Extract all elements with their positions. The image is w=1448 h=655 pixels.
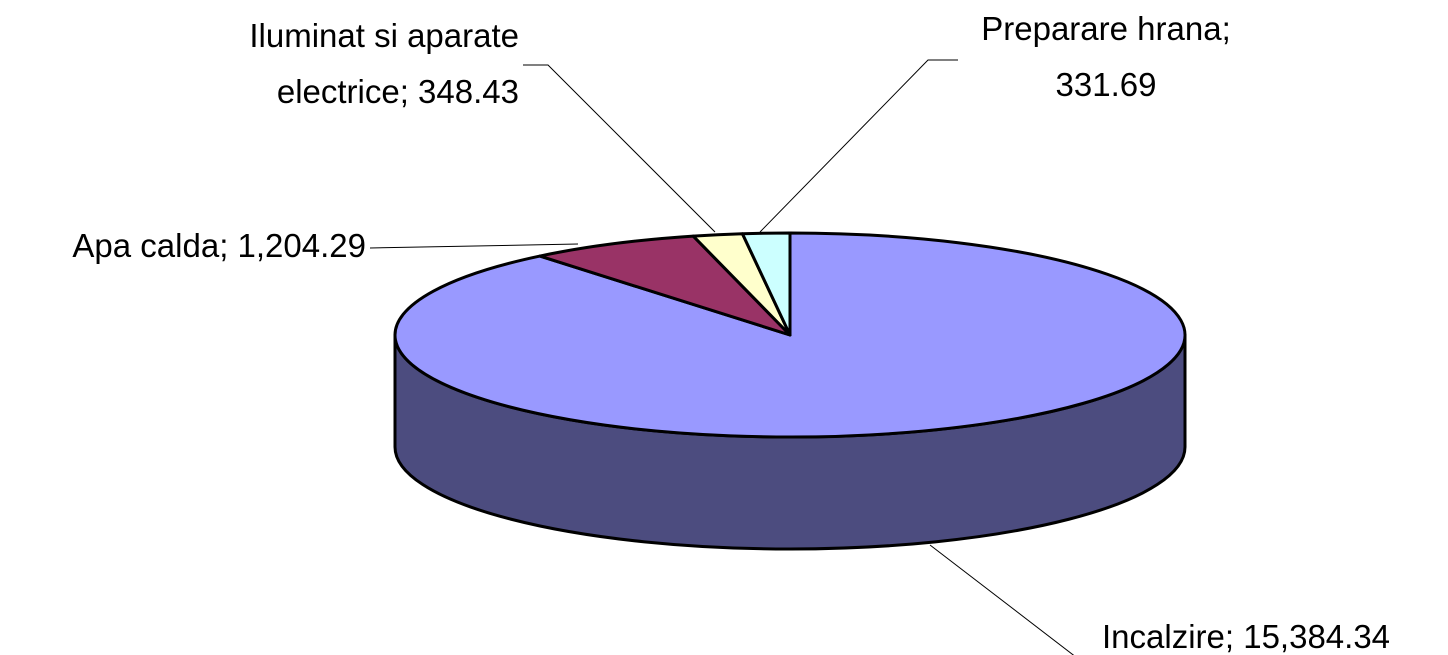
- data-label-line: Preparare hrana;: [981, 10, 1230, 47]
- pie-slice-preparare-hrana: [740, 231, 792, 337]
- data-label-incalzire: Incalzire; 15,384.34: [1102, 618, 1390, 655]
- data-label-iluminat-si-aparate-electrice: Iluminat si aparate electrice; 348.43: [249, 17, 519, 110]
- data-label-line: Incalzire; 15,384.34: [1102, 618, 1390, 655]
- data-label-line: Apa calda; 1,204.29: [72, 227, 366, 264]
- pie-tops: [393, 231, 1187, 439]
- leader-lines: [369, 59, 1075, 655]
- leader-line-apa-calda: [369, 243, 579, 249]
- data-label-preparare-hrana: Preparare hrana; 331.69: [981, 10, 1230, 103]
- leader-line-incalzire: [929, 544, 1075, 655]
- data-label-apa-calda: Apa calda; 1,204.29: [72, 227, 366, 264]
- data-labels: Incalzire; 15,384.34 Apa calda; 1,204.29 I…: [72, 10, 1390, 655]
- data-label-line: electrice; 348.43: [277, 73, 519, 110]
- data-label-line: 331.69: [1056, 66, 1157, 103]
- leader-line-iluminat-si-aparate-electrice: [523, 64, 716, 233]
- data-label-line: Iluminat si aparate: [249, 17, 519, 54]
- pie-slice-apa-calda: [538, 234, 792, 337]
- leader-line-preparare-hrana: [759, 59, 958, 233]
